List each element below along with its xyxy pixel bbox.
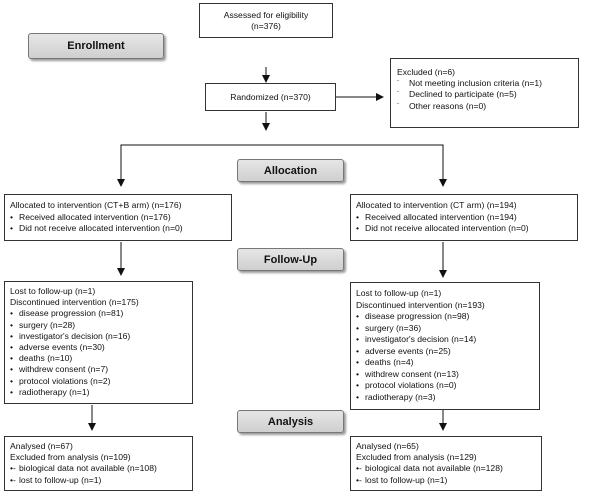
right-reason: adverse events (n=25) xyxy=(356,346,534,358)
left-discontinued: Discontinued intervention (n=175) xyxy=(10,297,139,308)
left-allocation-item: Received allocated intervention (n=176) xyxy=(10,212,226,224)
left-analysis-box: Analysed (n=67) Excluded from analysis (… xyxy=(4,436,193,491)
left-reason: adverse events (n=30) xyxy=(10,342,187,353)
right-discontinued: Discontinued intervention (n=193) xyxy=(356,299,485,310)
right-reason: deaths (n=4) xyxy=(356,357,534,369)
right-excluded-item: lost to follow-up (n=1) xyxy=(356,475,536,486)
left-excluded-item: lost to follow-up (n=1) xyxy=(10,475,187,486)
left-excluded-item: biological data not available (n=108) xyxy=(10,463,187,474)
right-analysis-box: Analysed (n=65) Excluded from analysis (… xyxy=(350,436,542,491)
right-reason: surgery (n=36) xyxy=(356,323,534,335)
right-analysed: Analysed (n=65) xyxy=(356,441,419,451)
stage-enrollment: Enrollment xyxy=(28,33,164,59)
left-lost-to-followup: Lost to follow-up (n=1) xyxy=(10,286,96,296)
excluded-box: Excluded (n=6) Not meeting inclusion cri… xyxy=(390,58,579,128)
eligibility-box: Assessed for eligibility (n=376) xyxy=(199,3,333,38)
right-reason: investigator's decision (n=14) xyxy=(356,334,534,346)
right-followup-box: Lost to follow-up (n=1) Discontinued int… xyxy=(350,282,540,410)
randomized-box: Randomized (n=370) xyxy=(205,83,336,111)
eligibility-label: Assessed for eligibility xyxy=(223,10,309,20)
stage-analysis: Analysis xyxy=(237,410,344,433)
right-allocation-item: Received allocated intervention (n=194) xyxy=(356,212,572,224)
stage-allocation: Allocation xyxy=(237,159,344,182)
left-reason: disease progression (n=81) xyxy=(10,308,187,319)
left-reason: protocol violations (n=2) xyxy=(10,376,187,387)
left-reason: deaths (n=10) xyxy=(10,353,187,364)
right-lost-to-followup: Lost to follow-up (n=1) xyxy=(356,288,442,298)
left-analysed: Analysed (n=67) xyxy=(10,441,73,451)
left-reason: investigator's decision (n=16) xyxy=(10,331,187,342)
right-reason: withdrew consent (n=13) xyxy=(356,369,534,381)
excluded-title: Excluded (n=6) xyxy=(397,67,456,77)
left-followup-box: Lost to follow-up (n=1) Discontinued int… xyxy=(4,281,193,404)
right-allocation-item: Did not receive allocated intervention (… xyxy=(356,223,572,235)
left-excluded-analysis: Excluded from analysis (n=109) xyxy=(10,452,131,463)
left-reason: radiotherapy (n=1) xyxy=(10,387,187,398)
left-reason: withdrew consent (n=7) xyxy=(10,364,187,375)
right-excluded-item: biological data not available (n=128) xyxy=(356,463,536,474)
right-reason: disease progression (n=98) xyxy=(356,311,534,323)
excluded-item: Not meeting inclusion criteria (n=1) xyxy=(397,78,572,89)
right-allocation-box: Allocated to intervention (CT arm) (n=19… xyxy=(350,194,578,241)
excluded-item: Declined to participate (n=5) xyxy=(397,89,572,100)
right-reason: protocol violations (n=0) xyxy=(356,380,534,392)
eligibility-count: (n=376) xyxy=(251,20,281,31)
right-excluded-analysis: Excluded from analysis (n=129) xyxy=(356,452,477,463)
stage-follow-up: Follow-Up xyxy=(237,248,344,271)
left-allocation-box: Allocated to intervention (CT+B arm) (n=… xyxy=(4,194,232,241)
right-allocation-title: Allocated to intervention (CT arm) (n=19… xyxy=(356,200,517,210)
randomized-label: Randomized (n=370) xyxy=(230,92,311,102)
left-allocation-item: Did not receive allocated intervention (… xyxy=(10,223,226,235)
excluded-item: Other reasons (n=0) xyxy=(397,101,572,112)
left-reason: surgery (n=28) xyxy=(10,320,187,331)
left-allocation-title: Allocated to intervention (CT+B arm) (n=… xyxy=(10,200,182,210)
right-reason: radiotherapy (n=3) xyxy=(356,392,534,404)
